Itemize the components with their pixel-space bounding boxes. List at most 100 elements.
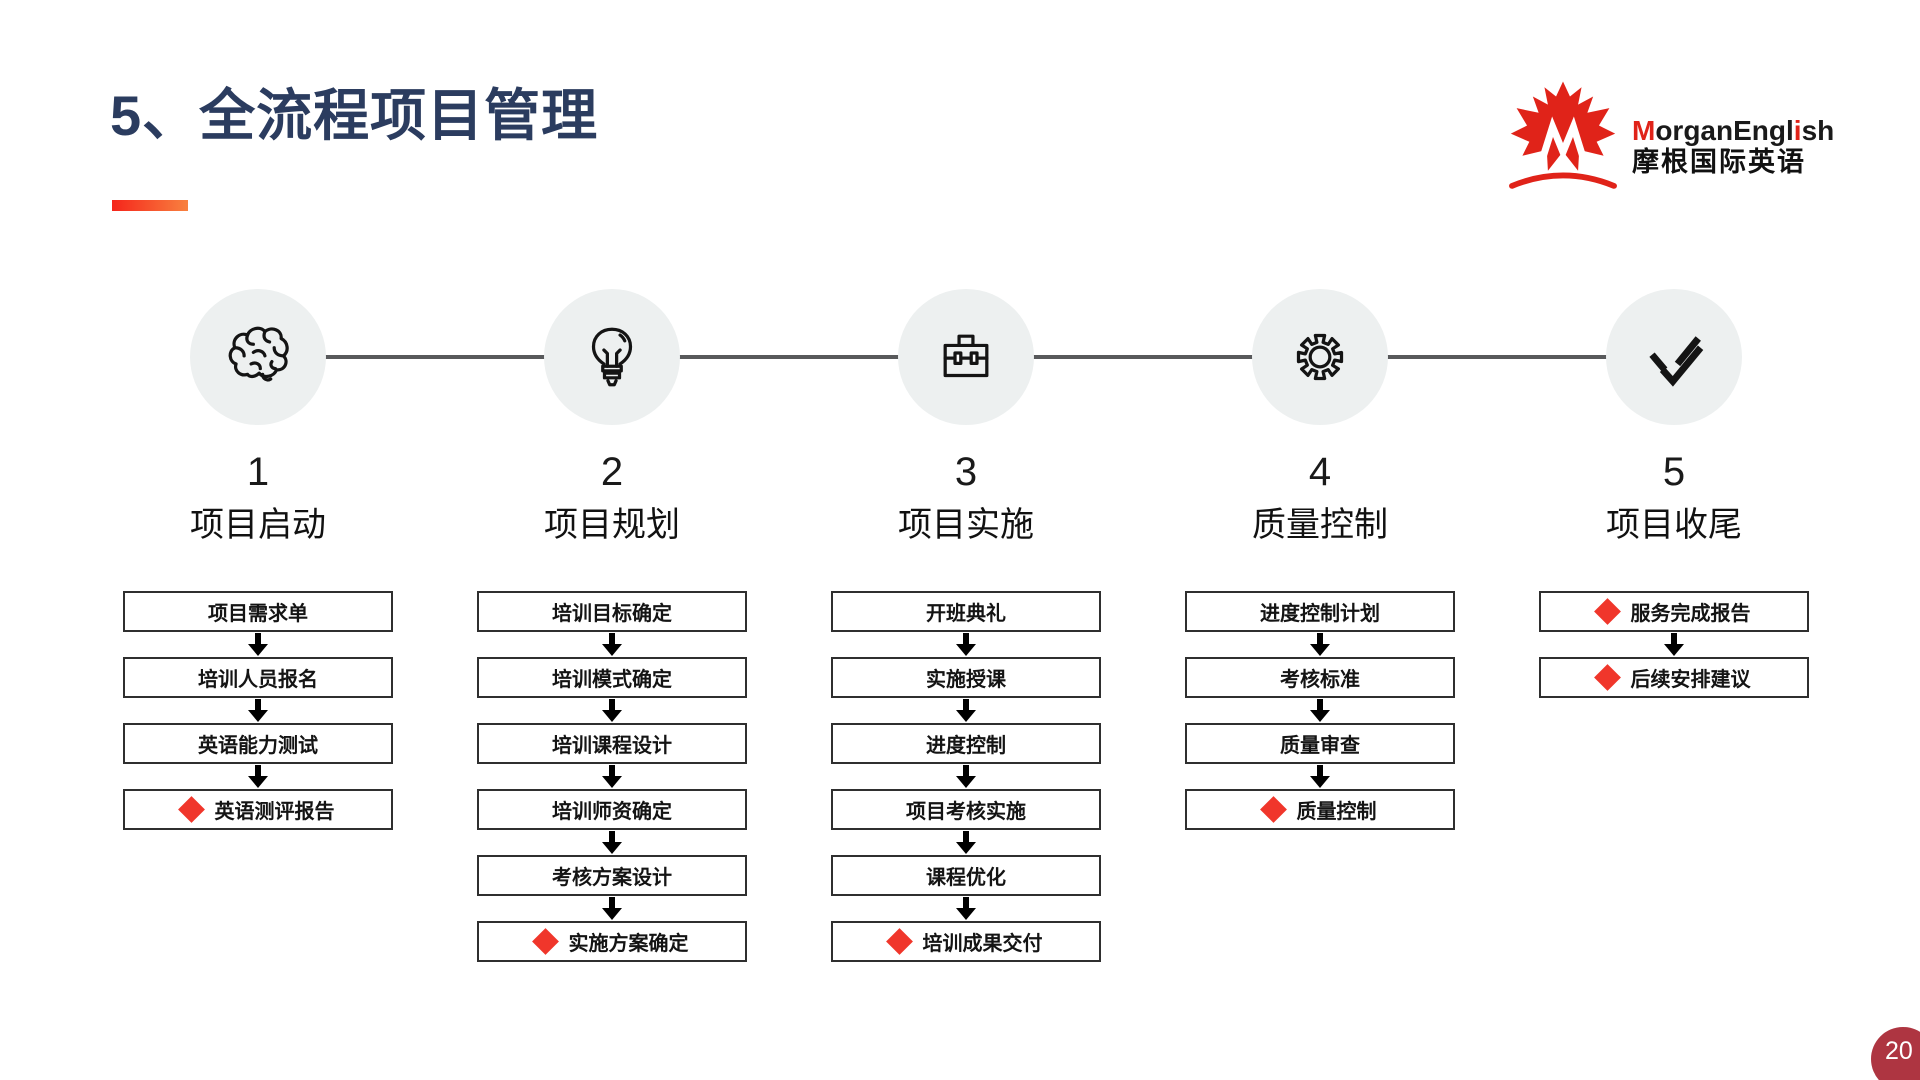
stage-label: 项目启动 <box>190 506 326 544</box>
brand-name: MorganEnglish <box>1632 116 1834 145</box>
step-box: 培训模式确定 <box>477 657 747 698</box>
process-stage: 4 质量控制 进度控制计划 考核标准 质量审查 质量控制 <box>1185 289 1455 962</box>
brand-name-part: M <box>1632 115 1656 146</box>
step-box: 培训课程设计 <box>477 723 747 764</box>
brand-logo: MorganEnglish 摩根国际英语 <box>1502 78 1834 194</box>
stage-label: 项目实施 <box>898 506 1034 544</box>
stage-number: 3 <box>954 450 978 494</box>
down-arrow-icon <box>602 632 622 657</box>
page-title: 5、全流程项目管理 <box>110 84 599 147</box>
step-label: 进度控制计划 <box>1260 603 1380 625</box>
briefcase-icon <box>929 320 1003 394</box>
stage-number: 5 <box>1662 450 1686 494</box>
title-underline <box>112 200 188 211</box>
step-box: 进度控制 <box>831 723 1101 764</box>
step-label: 质量审查 <box>1280 735 1360 757</box>
step-list: 服务完成报告 后续安排建议 <box>1539 591 1809 698</box>
step-list: 培训目标确定 培训模式确定 培训课程设计 培训师资确定 考核方案设计 实施方案确… <box>477 591 747 962</box>
brand-text: MorganEnglish 摩根国际英语 <box>1632 116 1834 178</box>
step-label: 培训目标确定 <box>552 603 672 625</box>
step-label: 英语能力测试 <box>198 735 318 757</box>
step-box: 项目需求单 <box>123 591 393 632</box>
milestone-diamond-icon <box>177 796 205 823</box>
step-label: 开班典礼 <box>926 603 1006 625</box>
stage-number: 1 <box>246 450 270 494</box>
stage-circle <box>1252 289 1388 425</box>
step-box: 培训师资确定 <box>477 789 747 830</box>
step-box: 考核方案设计 <box>477 855 747 896</box>
stage-circle <box>898 289 1034 425</box>
step-label: 实施方案确定 <box>568 933 689 955</box>
step-label: 考核标准 <box>1280 669 1360 691</box>
down-arrow-icon <box>1664 632 1684 657</box>
down-arrow-icon <box>1310 764 1330 789</box>
process-stage: 1 项目启动 项目需求单 培训人员报名 英语能力测试 英语测评报告 <box>123 289 393 962</box>
milestone-diamond-icon <box>1593 664 1621 691</box>
down-arrow-icon <box>602 764 622 789</box>
step-list: 项目需求单 培训人员报名 英语能力测试 英语测评报告 <box>123 591 393 830</box>
page-number: 20 <box>1885 1037 1913 1065</box>
down-arrow-icon <box>248 764 268 789</box>
down-arrow-icon <box>602 830 622 855</box>
stage-circle <box>544 289 680 425</box>
process-stage: 5 项目收尾 服务完成报告 后续安排建议 <box>1539 289 1809 962</box>
milestone-diamond-icon <box>885 928 913 955</box>
step-box: 质量控制 <box>1185 789 1455 830</box>
stage-circle <box>1606 289 1742 425</box>
step-box: 课程优化 <box>831 855 1101 896</box>
step-box: 质量审查 <box>1185 723 1455 764</box>
step-label: 后续安排建议 <box>1630 669 1751 691</box>
lightbulb-icon <box>575 320 649 394</box>
gear-icon <box>1283 320 1357 394</box>
brand-name-part: i <box>1793 115 1802 146</box>
stage-label: 项目收尾 <box>1606 506 1742 544</box>
step-label: 培训模式确定 <box>552 669 672 691</box>
down-arrow-icon <box>956 830 976 855</box>
down-arrow-icon <box>248 632 268 657</box>
milestone-diamond-icon <box>1593 598 1621 625</box>
brand-name-cn: 摩根国际英语 <box>1632 147 1806 178</box>
step-label: 考核方案设计 <box>552 867 672 889</box>
step-box: 培训成果交付 <box>831 921 1101 962</box>
step-box: 实施方案确定 <box>477 921 747 962</box>
step-box: 进度控制计划 <box>1185 591 1455 632</box>
down-arrow-icon <box>956 698 976 723</box>
step-label: 英语测评报告 <box>214 801 335 823</box>
step-label: 项目需求单 <box>208 603 308 625</box>
step-label: 实施授课 <box>926 669 1006 691</box>
down-arrow-icon <box>1310 698 1330 723</box>
step-label: 质量控制 <box>1296 801 1377 823</box>
stage-label: 项目规划 <box>544 506 680 544</box>
step-box: 英语测评报告 <box>123 789 393 830</box>
step-label: 项目考核实施 <box>906 801 1026 823</box>
double-check-icon <box>1637 320 1711 394</box>
step-box: 后续安排建议 <box>1539 657 1809 698</box>
maple-leaf-icon <box>1509 81 1617 189</box>
down-arrow-icon <box>956 896 976 921</box>
stage-circle <box>190 289 326 425</box>
down-arrow-icon <box>1310 632 1330 657</box>
step-box: 英语能力测试 <box>123 723 393 764</box>
down-arrow-icon <box>602 698 622 723</box>
brand-name-part: organEngl <box>1655 115 1794 146</box>
step-label: 服务完成报告 <box>1630 603 1751 625</box>
step-label: 进度控制 <box>926 735 1006 757</box>
milestone-diamond-icon <box>1259 796 1287 823</box>
step-box: 培训目标确定 <box>477 591 747 632</box>
process-stage: 3 项目实施 开班典礼 实施授课 进度控制 项目考核实施 课程优化 培训成果交 <box>831 289 1101 962</box>
down-arrow-icon <box>956 632 976 657</box>
step-box: 培训人员报名 <box>123 657 393 698</box>
step-label: 培训成果交付 <box>922 933 1043 955</box>
step-list: 进度控制计划 考核标准 质量审查 质量控制 <box>1185 591 1455 830</box>
down-arrow-icon <box>956 764 976 789</box>
stage-number: 2 <box>600 450 624 494</box>
step-box: 考核标准 <box>1185 657 1455 698</box>
page-number-badge: 20 <box>1871 1027 1920 1080</box>
step-label: 培训师资确定 <box>552 801 672 823</box>
step-box: 服务完成报告 <box>1539 591 1809 632</box>
step-list: 开班典礼 实施授课 进度控制 项目考核实施 课程优化 培训成果交付 <box>831 591 1101 962</box>
step-label: 培训课程设计 <box>552 735 672 757</box>
stage-label: 质量控制 <box>1252 506 1388 544</box>
step-label: 课程优化 <box>926 867 1006 889</box>
